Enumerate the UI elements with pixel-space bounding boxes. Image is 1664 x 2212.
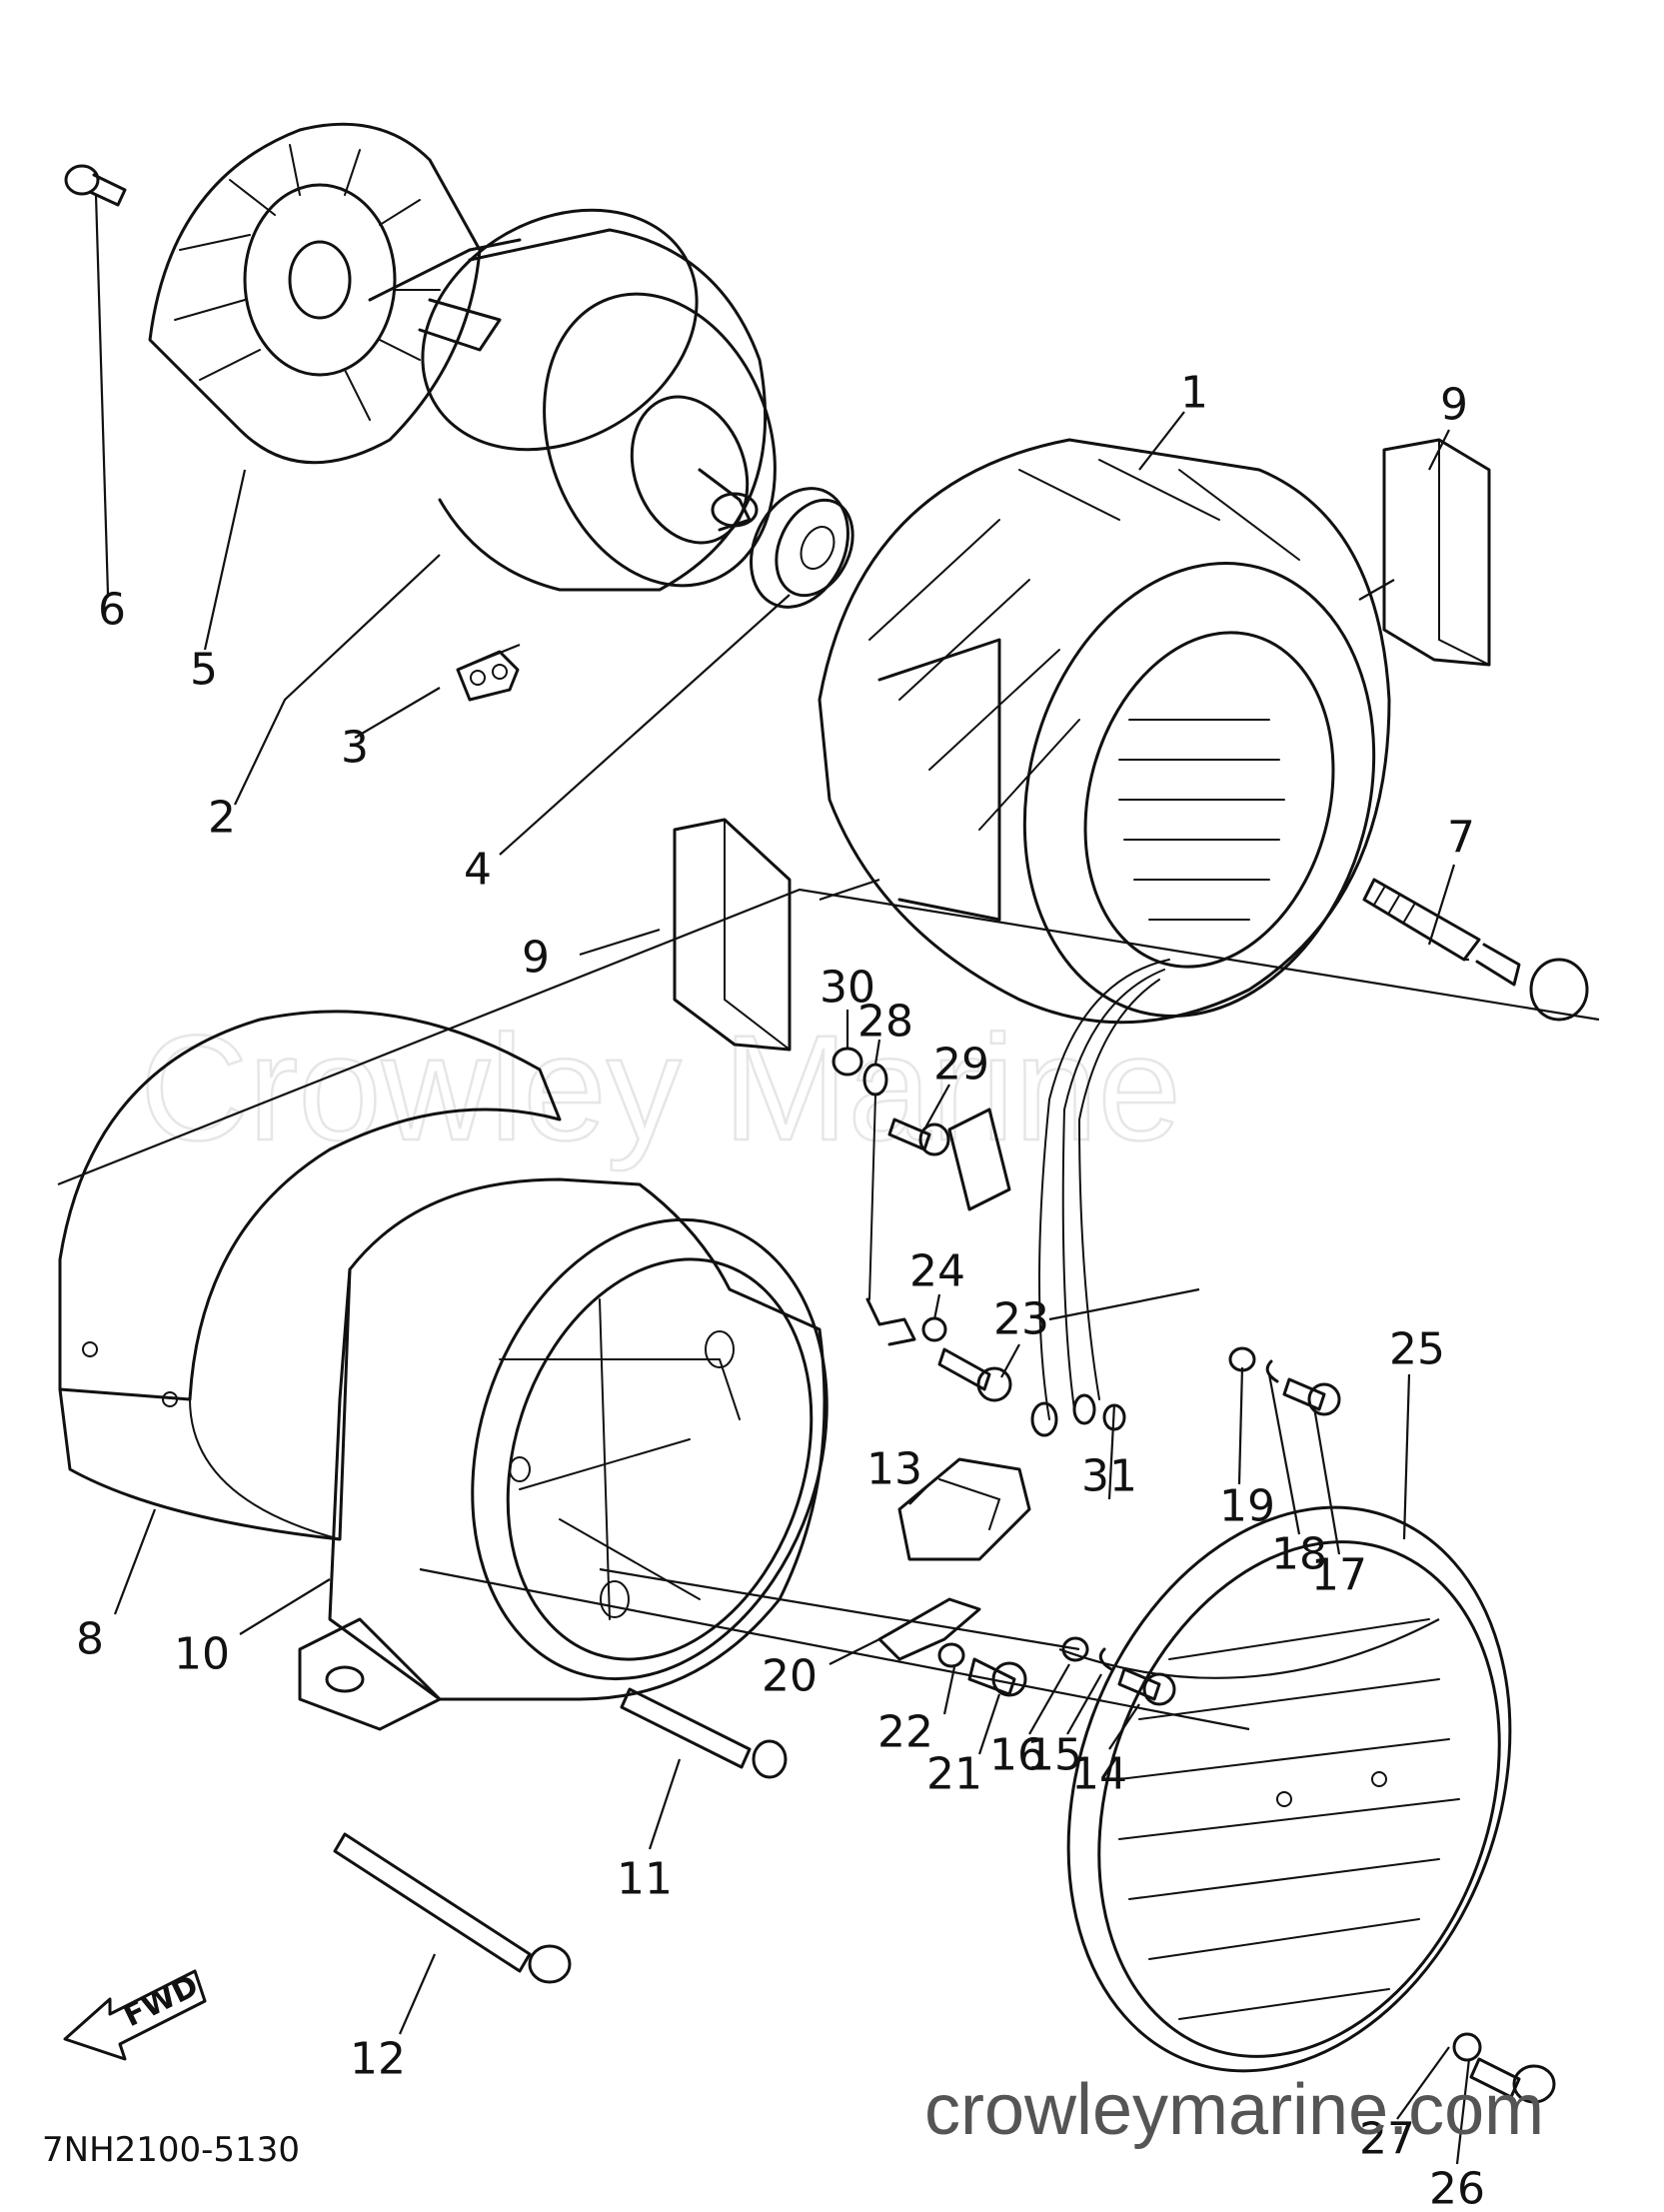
callout-15: 15 bbox=[1026, 1730, 1082, 1781]
callout-7: 7 bbox=[1447, 813, 1475, 864]
callout-9-lower: 9 bbox=[522, 933, 550, 984]
cover-plate-part-25 bbox=[1066, 1505, 1512, 2073]
callout-26: 26 bbox=[1429, 2164, 1485, 2212]
rotor-part-2 bbox=[368, 208, 777, 592]
brush-clip-part-3 bbox=[456, 650, 520, 702]
callout-labels: 1 2 3 4 5 6 7 8 9 9 10 11 12 13 14 15 16… bbox=[76, 368, 1485, 2212]
callout-4: 4 bbox=[464, 845, 492, 896]
cover-band-part-8 bbox=[58, 1010, 562, 1541]
callout-19: 19 bbox=[1219, 1481, 1275, 1532]
callout-18: 18 bbox=[1271, 1529, 1327, 1580]
part-code: 7NH2100-5130 bbox=[42, 2130, 300, 2170]
callout-30: 30 bbox=[820, 963, 875, 1014]
callout-31: 31 bbox=[1081, 1451, 1137, 1502]
callout-13: 13 bbox=[866, 1444, 922, 1495]
callout-9-upper: 9 bbox=[1440, 380, 1468, 431]
watermark-bottom: crowleymarine.com bbox=[924, 2070, 1544, 2150]
callout-1: 1 bbox=[1180, 368, 1208, 419]
callout-2: 2 bbox=[208, 793, 236, 844]
callout-11: 11 bbox=[617, 1854, 673, 1905]
fan-part-5 bbox=[148, 122, 502, 465]
callout-28: 28 bbox=[857, 997, 913, 1048]
callout-27: 27 bbox=[1359, 2114, 1415, 2165]
callout-8: 8 bbox=[76, 1614, 104, 1665]
callout-29: 29 bbox=[933, 1040, 989, 1091]
small-hardware bbox=[333, 1047, 1556, 2104]
stator-part-1 bbox=[818, 438, 1391, 1025]
callout-23: 23 bbox=[993, 1294, 1049, 1345]
callout-12: 12 bbox=[350, 2034, 406, 2085]
callout-16: 16 bbox=[989, 1730, 1045, 1781]
bearing-part-4 bbox=[750, 487, 854, 609]
callout-5: 5 bbox=[190, 645, 218, 696]
callout-21: 21 bbox=[926, 1749, 982, 1800]
fwd-arrow-icon: FWD bbox=[63, 1968, 207, 2061]
leader-lines bbox=[57, 194, 1600, 2165]
spacer-part-9-lower bbox=[673, 818, 792, 1052]
frame-part-10 bbox=[298, 1177, 829, 1731]
callout-25: 25 bbox=[1389, 1324, 1445, 1375]
callout-20: 20 bbox=[762, 1651, 818, 1702]
callout-10: 10 bbox=[174, 1629, 230, 1680]
wire-harness bbox=[947, 959, 1170, 1420]
callout-17: 17 bbox=[1311, 1550, 1367, 1601]
callout-6: 6 bbox=[98, 585, 126, 636]
callout-22: 22 bbox=[877, 1707, 933, 1758]
callout-3: 3 bbox=[341, 723, 369, 774]
screw-part-6 bbox=[64, 164, 127, 207]
watermark-center: Crowley Marine bbox=[140, 1004, 1181, 1171]
callout-24: 24 bbox=[909, 1246, 965, 1297]
spacer-part-9-upper bbox=[1382, 438, 1491, 667]
callout-14: 14 bbox=[1071, 1749, 1127, 1800]
